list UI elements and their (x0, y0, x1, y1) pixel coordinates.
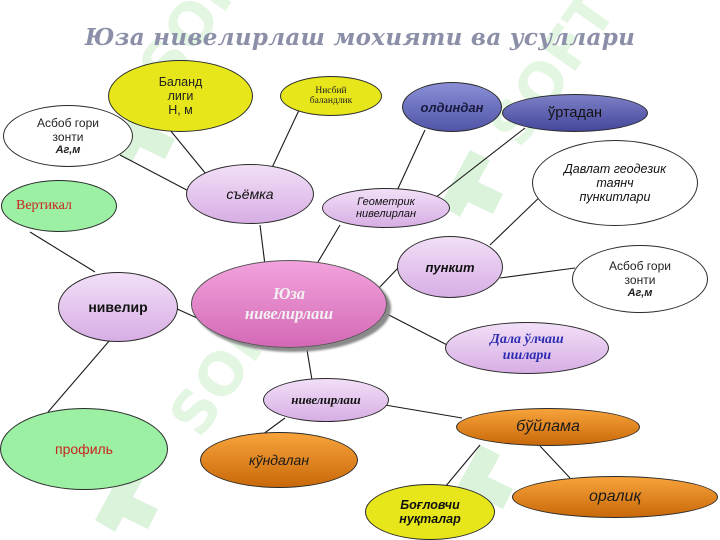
node-asbob-top-unit: Аг,м (55, 144, 81, 156)
node-oraliq-label: оралиқ (589, 488, 641, 505)
node-balandligi-label: Баланд лиги Н, м (158, 75, 203, 117)
node-punkit-label: пункит (425, 259, 475, 275)
node-dala: Дала ўлчаш ишлари (445, 322, 609, 374)
node-syomka: съёмка (186, 164, 314, 224)
node-davlat-label: Давлат геодезик таянч пункитлари (563, 162, 667, 204)
node-vertikal-label: Вертикал (16, 198, 72, 213)
line-punkit-center (376, 267, 399, 291)
line-center-nivelirlash (306, 349, 313, 381)
node-profil: профиль (0, 408, 168, 490)
node-oraliq: оралиқ (512, 476, 718, 518)
node-oldindan-label: олдиндан (420, 99, 484, 115)
line-davlat-punkit (489, 191, 546, 246)
node-boglovchi: Боғловчи нуқталар (365, 484, 495, 540)
watermark-logo-mid (440, 150, 503, 217)
node-punkit: пункит (397, 236, 503, 298)
node-nisbiy-label: Нисбий баландлик (309, 86, 353, 106)
node-nivelirlash: нивелирлаш (263, 378, 389, 422)
node-syomka-label: съёмка (226, 186, 274, 202)
node-ortadan-label: ўртадан (547, 105, 603, 121)
watermark-logo-bottom (95, 465, 158, 532)
node-asbob-top-label: Асбоб гори зонти (37, 116, 99, 144)
line-boylama-boglovchi (444, 444, 481, 488)
node-dala-label: Дала ўлчаш ишлари (490, 332, 564, 363)
node-davlat: Давлат геодезик таянч пункитлари (532, 140, 698, 226)
node-asbob-right: Асбоб гори зонти Аг,м (572, 245, 708, 313)
node-boylama-label: бўйлама (516, 418, 580, 435)
node-nivelir: нивелир (58, 272, 178, 342)
line-ortadan-geometrik (434, 127, 526, 199)
node-nivelirlash-label: нивелирлаш (291, 392, 361, 407)
node-geometrik: Геометрик нивелирлан (322, 188, 450, 228)
node-ortadan: ўртадан (502, 94, 648, 132)
node-asbob-top: Асбоб гори зонти Аг,м (3, 105, 133, 167)
node-balandligi: Баланд лиги Н, м (108, 60, 253, 132)
line-nisbiy-syomka (269, 107, 301, 173)
line-nivelir-profil (47, 339, 111, 413)
node-asbob-right-unit: Аг,м (627, 287, 653, 299)
node-kundalan: кўндалан (200, 432, 358, 488)
line-boylama-oraliq (539, 445, 571, 479)
line-vertikal-nivelir (29, 231, 96, 273)
node-vertikal: Вертикал (1, 180, 117, 232)
node-asbob-right-label: Асбоб гори зонти (609, 259, 671, 287)
line-punkit-asbob (499, 267, 576, 279)
line-syomka-center (259, 224, 266, 266)
page-title: Юза нивелирлаш мохияти ва усуллари (84, 24, 636, 51)
line-nivelirlash-boylama (384, 404, 463, 419)
node-nivelir-label: нивелир (88, 299, 148, 315)
node-boglovchi-label: Боғловчи нуқталар (399, 498, 461, 526)
node-boylama: бўйлама (456, 408, 640, 446)
node-center-yuza-nivelirlash: Юза нивелирлаш (191, 260, 387, 348)
node-profil-label: профиль (55, 441, 113, 457)
node-kundalan-label: кўндалан (248, 452, 310, 468)
line-geometrik-center (317, 224, 341, 263)
line-center-dala (384, 312, 454, 349)
node-geometrik-label: Геометрик нивелирлан (356, 196, 416, 220)
line-nivelir-center (174, 307, 198, 319)
line-oldindan-geometrik (394, 129, 426, 196)
node-nisbiy-balandlik: Нисбий баландлик (280, 76, 382, 116)
node-center-label: Юза нивелирлаш (244, 284, 334, 323)
node-oldindan: олдиндан (402, 82, 502, 132)
